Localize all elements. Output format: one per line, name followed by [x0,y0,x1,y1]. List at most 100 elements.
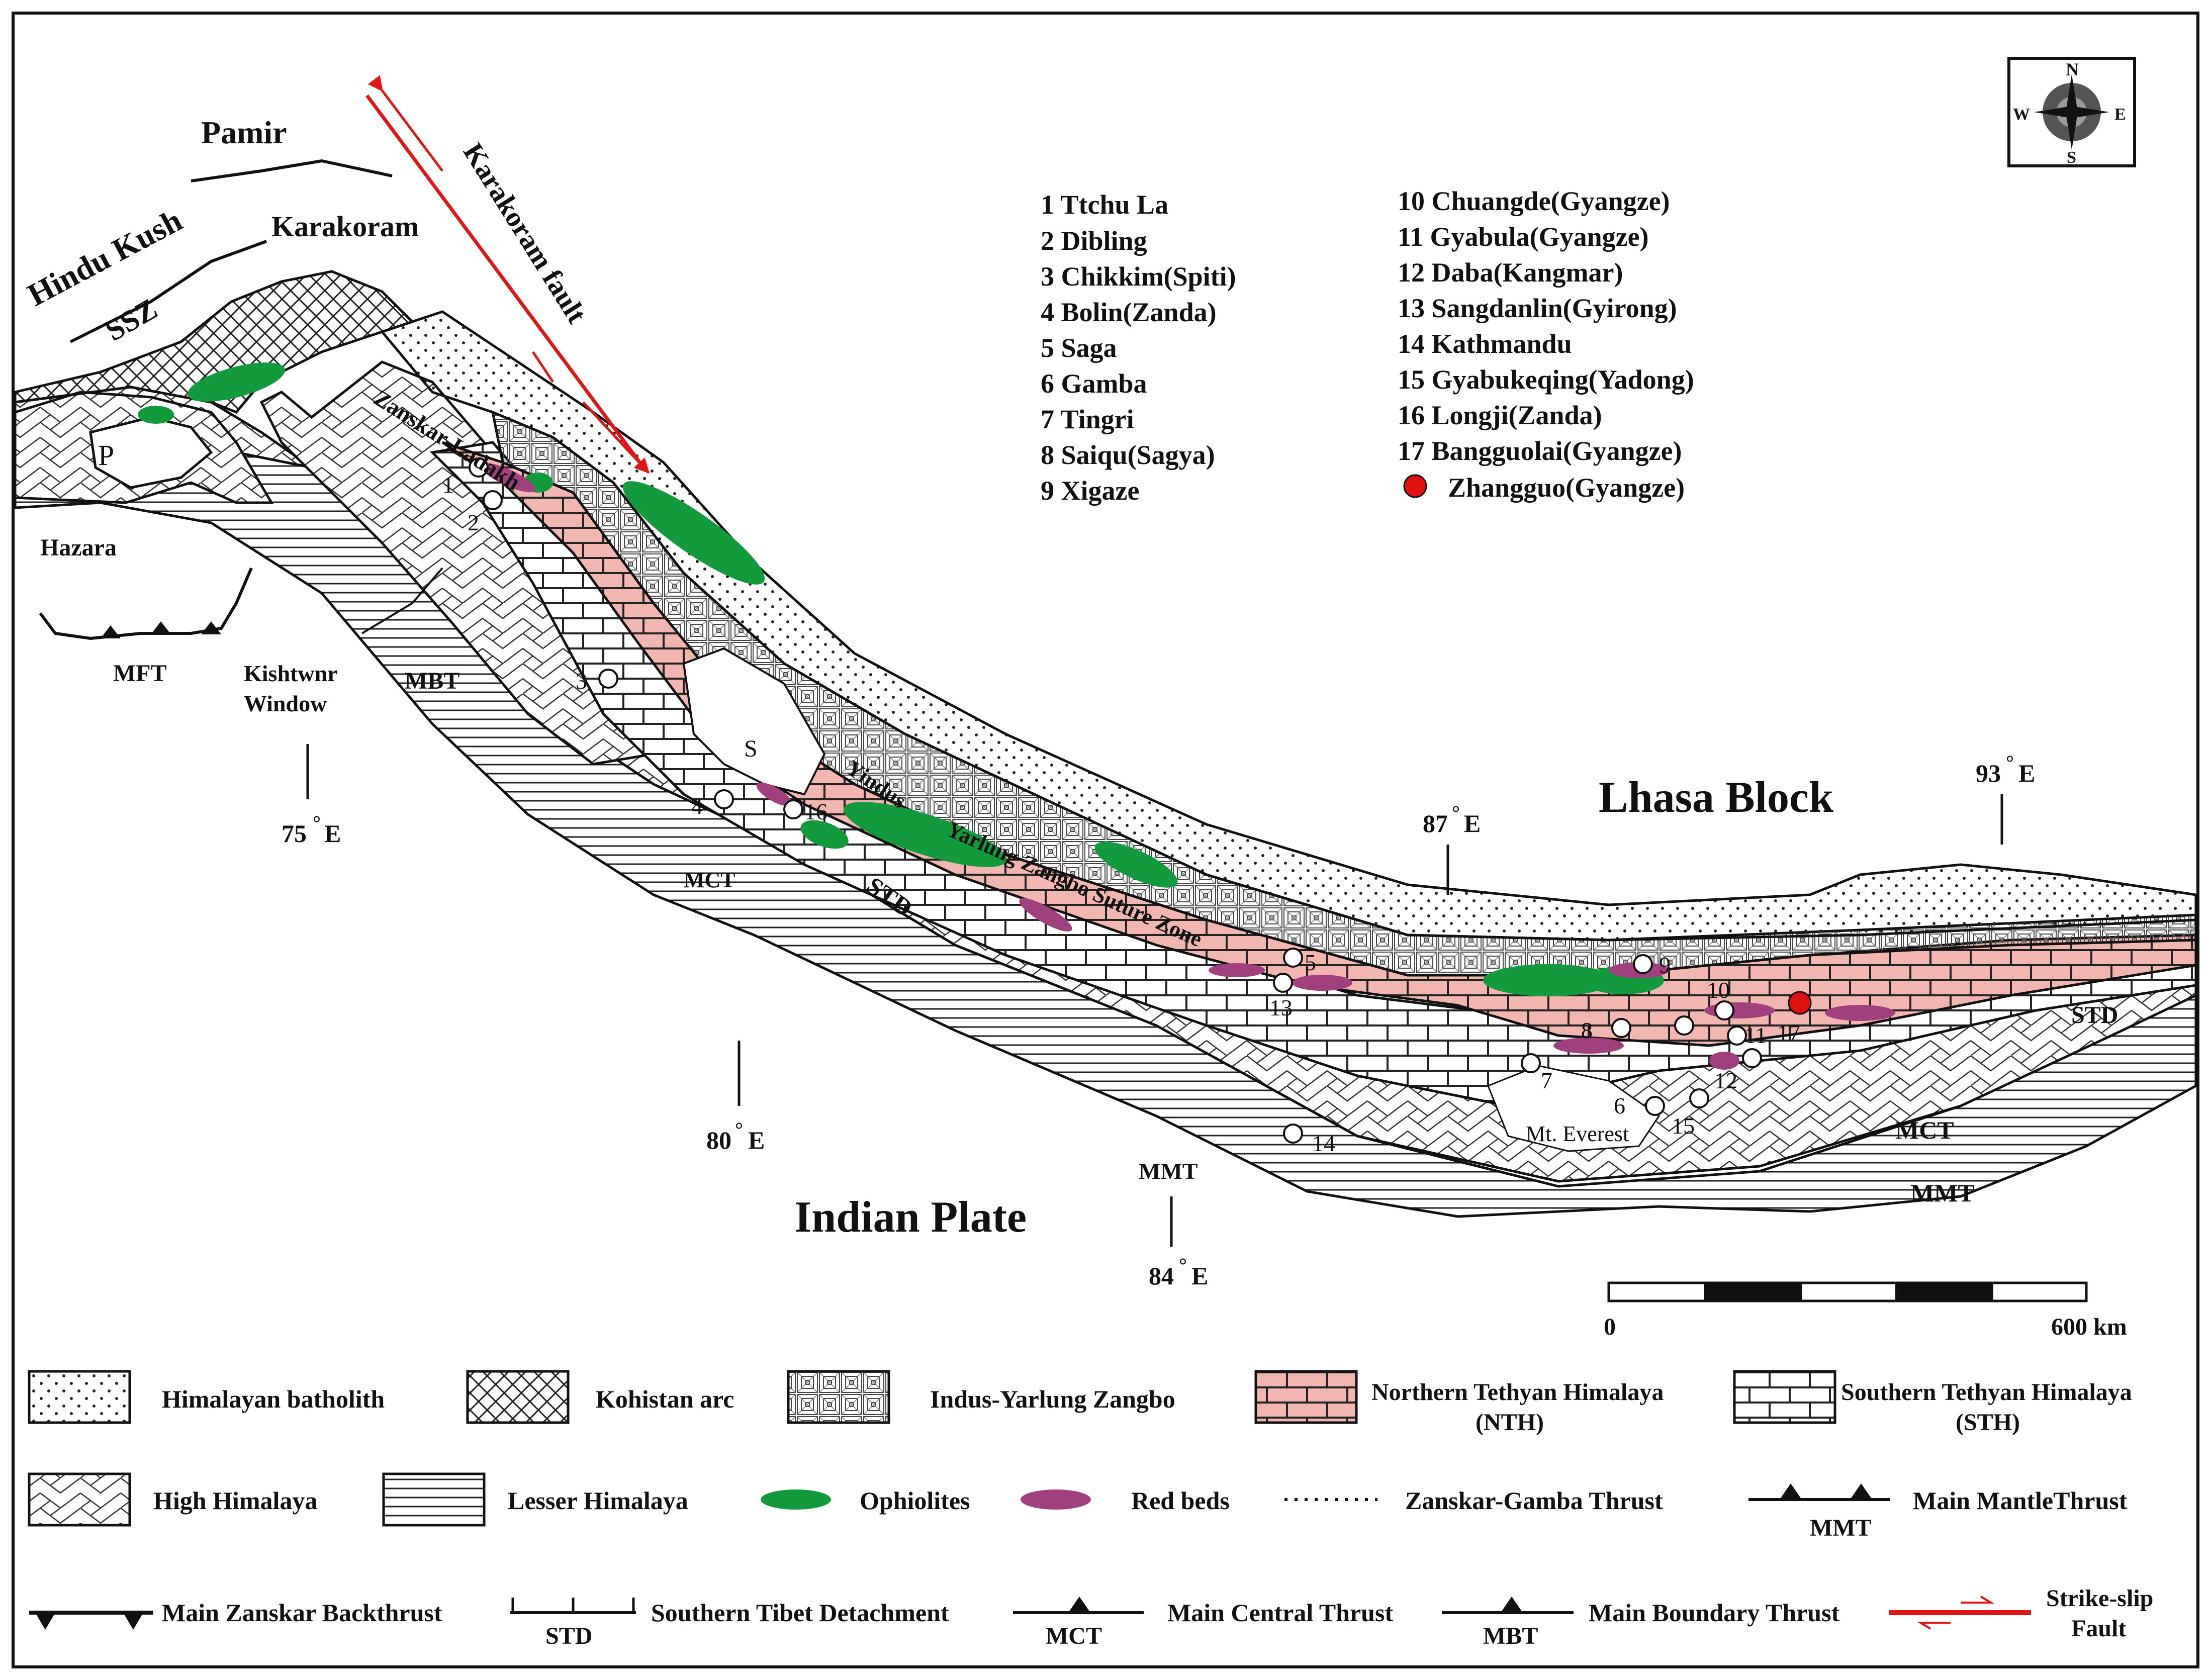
label-hindu-kush: Hindu Kush [22,202,188,313]
svg-text:S: S [2067,148,2076,167]
svg-text:87: 87 [1423,809,1448,837]
svg-text:6 Gamba: 6 Gamba [1041,368,1147,399]
svg-text:13 Sangdanlin(Gyirong): 13 Sangdanlin(Gyirong) [1398,293,1677,323]
site-number-labels: 1 2 3 4 5 6 7 8 9 10 11 12 13 14 15 16 1… [442,472,1800,1156]
svg-text:3: 3 [576,668,587,694]
legend-strike-slip: Strike-slip Fault [1889,1585,2153,1642]
s-block [682,647,826,796]
svg-text:14 Kathmandu: 14 Kathmandu [1398,329,1572,359]
label-mft: MFT [113,660,167,687]
svg-text:STD: STD [545,1623,592,1649]
compass-icon: N S E W [2007,57,2136,167]
label-mbt: MBT [405,668,459,694]
svg-text:MMT: MMT [1810,1515,1872,1541]
legend: Himalayan batholith Kohistan arc Indus-Y… [28,1370,2153,1649]
fault-arrow-north [367,75,443,172]
svg-text:MBT: MBT [1483,1623,1538,1649]
legend-mmt: Main MantleThrust MMT [1748,1483,2128,1541]
svg-text:17: 17 [1777,1020,1800,1046]
svg-text:Main Central Thrust: Main Central Thrust [1167,1599,1393,1627]
svg-text:Indus-Yarlung Zangbo: Indus-Yarlung Zangbo [930,1385,1175,1413]
svg-text:Ophiolites: Ophiolites [860,1486,970,1515]
meridian-87-label: 87 ° E [1423,801,1481,837]
label-mct-east: MCT [1895,1116,1954,1144]
fault-arrow-south [582,401,650,474]
svg-text:(NTH): (NTH) [1476,1409,1544,1436]
svg-text:Northern Tethyan Himalaya: Northern Tethyan Himalaya [1371,1379,1664,1406]
ophiolite-bodies [138,362,1664,996]
label-lhasa-block: Lhasa Block [1599,773,1833,822]
label-window: Window [244,691,327,716]
svg-text:4 Bolin(Zanda): 4 Bolin(Zanda) [1041,297,1217,327]
svg-text:10 Chuangde(Gyangze): 10 Chuangde(Gyangze) [1398,186,1670,216]
svg-text:Red beds: Red beds [1131,1486,1230,1515]
svg-text:E: E [1191,1262,1208,1290]
label-karakoram: Karakoram [271,210,419,243]
label-mmt-east: MMT [1910,1179,1975,1207]
label-std-east: STD [2071,1002,2118,1029]
legend-zgt: Zanskar-Gamba Thrust [1284,1486,1663,1515]
label-mct: MCT [684,868,735,892]
svg-text:12: 12 [1714,1068,1737,1093]
svg-text:W: W [2013,105,2030,124]
locality-list: 1 Ttchu La 2 Dibling 3 Chikkim(Spiti) 4 … [1041,186,1694,506]
svg-text:E: E [2114,105,2126,124]
legend-lesser-himalaya: Lesser Himalaya [382,1472,688,1527]
svg-text:E: E [1464,809,1481,837]
svg-text:80: 80 [706,1126,731,1154]
svg-text:7: 7 [1541,1068,1552,1093]
scale-end: 600 km [2051,1314,2127,1340]
svg-text:93: 93 [1976,759,2001,787]
svg-text:Himalayan batholith: Himalayan batholith [162,1385,385,1413]
svg-text:Fault: Fault [2071,1615,2126,1642]
svg-text:5: 5 [1305,950,1316,975]
meridian-75-label: 75 ° E [282,811,341,848]
red-bed-bodies [480,462,1895,1070]
pamir-arc [191,159,393,182]
meridian-80-label: 80 ° E [706,1118,765,1154]
label-p: P [98,439,114,472]
svg-text:3 Chikkim(Spiti): 3 Chikkim(Spiti) [1041,261,1236,292]
svg-text:9 Xigaze: 9 Xigaze [1041,476,1139,506]
svg-text:Zhangguo(Gyangze): Zhangguo(Gyangze) [1448,473,1685,503]
svg-text:7 Tingri: 7 Tingri [1041,404,1134,434]
svg-text:°: ° [735,1118,743,1141]
svg-text:8 Saiqu(Sagya): 8 Saiqu(Sagya) [1041,440,1215,470]
svg-text:16 Longji(Zanda): 16 Longji(Zanda) [1398,400,1602,430]
legend-red-beds: Red beds [1021,1486,1230,1515]
label-pamir: Pamir [201,115,287,150]
mft-teeth [101,621,221,638]
fault-arrow-mid [531,351,555,383]
mft-line [39,567,253,640]
svg-text:N: N [2066,59,2079,79]
legend-std: Southern Tibet Detachment STD [510,1598,949,1649]
scale-start: 0 [1604,1314,1616,1340]
svg-text:Zanskar-Gamba Thrust: Zanskar-Gamba Thrust [1405,1486,1663,1515]
meridian-93-label: 93 ° E [1976,751,2035,787]
svg-text:Main Boundary Thrust: Main Boundary Thrust [1589,1599,1840,1627]
svg-text:75: 75 [282,819,307,848]
svg-text:°: ° [313,811,321,834]
everest-area [1487,1065,1661,1152]
svg-text:High Himalaya: High Himalaya [153,1486,317,1515]
svg-text:E: E [2018,759,2035,787]
svg-text:Kohistan arc: Kohistan arc [596,1385,734,1413]
legend-nth: Northern Tethyan Himalaya (NTH) [1254,1370,1664,1436]
svg-text:Main MantleThrust: Main MantleThrust [1913,1486,2128,1515]
svg-text:14: 14 [1312,1131,1335,1156]
svg-text:11: 11 [1744,1022,1767,1048]
svg-text:Strike-slip: Strike-slip [2046,1585,2153,1612]
svg-text:4: 4 [691,794,703,819]
site-markers [469,457,1762,1144]
svg-text:13: 13 [1269,995,1293,1020]
legend-himalayan-batholith: Himalayan batholith [28,1370,385,1424]
svg-text:15 Gyabukeqing(Yadong): 15 Gyabukeqing(Yadong) [1398,364,1694,395]
label-mt-everest: Mt. Everest [1526,1122,1629,1146]
svg-text:E: E [748,1126,765,1154]
legend-mbt: Main Boundary Thrust MBT [1442,1597,1840,1649]
karakoram-fault [365,94,645,469]
meridian-84-label: 84 ° E [1149,1254,1208,1290]
svg-text:10: 10 [1707,977,1730,1003]
label-hazara: Hazara [40,534,117,561]
